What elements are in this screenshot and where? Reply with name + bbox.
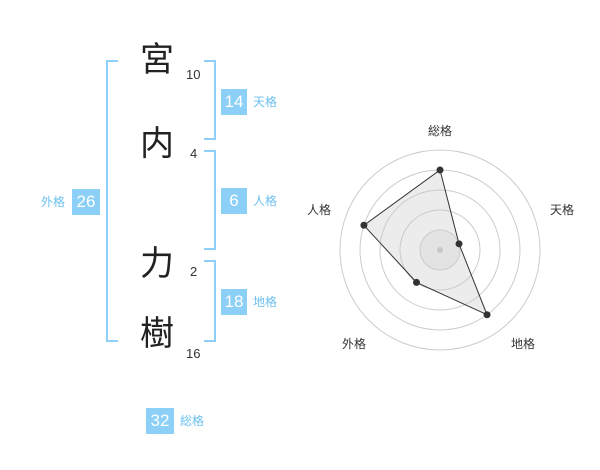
- radar-ring: [399, 209, 481, 291]
- gaikaku-bracket: [106, 60, 118, 342]
- radar-point-2: [455, 240, 463, 248]
- radar-axis-label-tenkaku: 天格: [550, 203, 575, 217]
- chikaku-bracket: [204, 260, 216, 342]
- radar-axis-label-gaikaku: 外格: [342, 337, 367, 351]
- radar-point-4: [412, 278, 420, 286]
- chikaku-value-badge: 18: [221, 289, 247, 315]
- radar-axis-label-jinkaku: 人格: [307, 203, 332, 217]
- stroke-count-4: 16: [186, 346, 201, 361]
- name-char-3: 力: [140, 244, 174, 284]
- jinkaku-label: 人格: [253, 194, 278, 208]
- radar-value-polygon: [363, 169, 488, 316]
- gaikaku-value-badge: 26: [72, 189, 100, 215]
- radar-point-3: [483, 311, 491, 319]
- name-char-4: 樹: [140, 314, 174, 354]
- soukaku-label: 総格: [180, 414, 205, 428]
- stroke-count-2: 4: [190, 146, 198, 161]
- chikaku-label: 地格: [253, 295, 278, 309]
- radar-ring: [339, 149, 541, 351]
- tenkaku-label: 天格: [253, 95, 278, 109]
- radar-center-dot: [437, 247, 443, 253]
- tenkaku-value-badge: 14: [221, 89, 247, 115]
- gaikaku-label: 外格: [41, 195, 66, 209]
- name-char-2: 内: [140, 124, 174, 164]
- soukaku-value-badge: 32: [146, 408, 174, 434]
- radar-ring: [379, 189, 501, 311]
- radar-axis-label-chikaku: 地格: [511, 337, 536, 351]
- jinkaku-bracket: [204, 150, 216, 250]
- stroke-count-1: 10: [186, 67, 201, 82]
- radar-axis-label-soukaku: 総格: [428, 124, 453, 138]
- tenkaku-bracket: [204, 60, 216, 140]
- stroke-count-3: 2: [190, 264, 198, 279]
- radar-point-1: [436, 166, 444, 174]
- radar-point-5: [360, 221, 368, 229]
- jinkaku-value-badge: 6: [221, 188, 247, 214]
- name-char-1: 宮: [140, 40, 174, 80]
